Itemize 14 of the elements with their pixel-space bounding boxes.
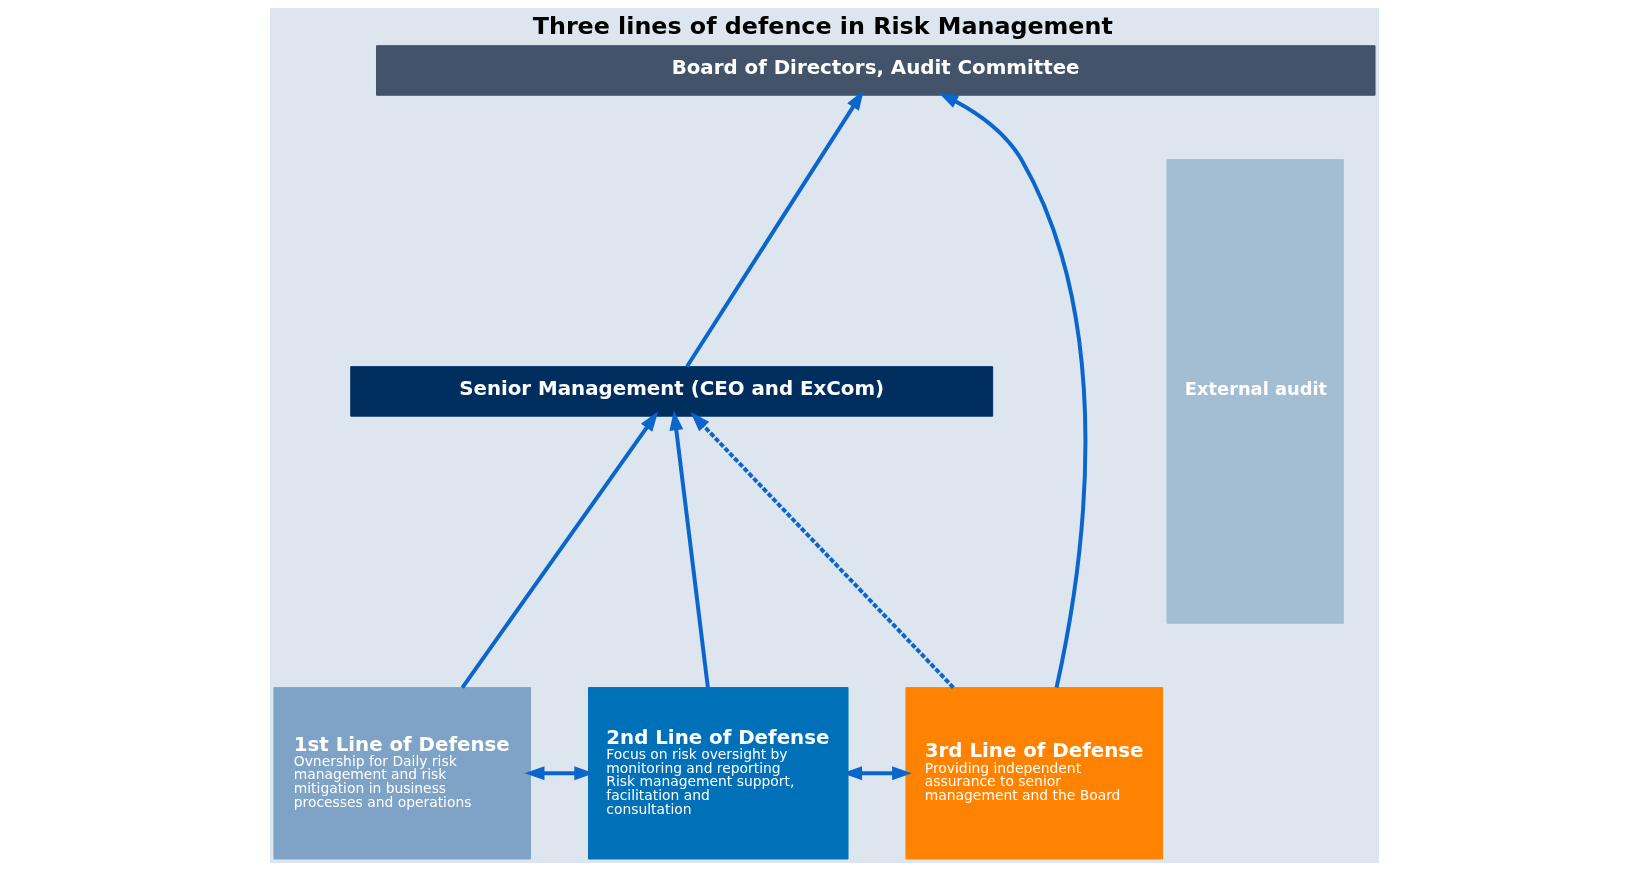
arrow [460,411,659,689]
node-box: Senior Management (CEO and ExCom) [350,366,994,417]
node-box: 2nd Line of Defense Focus on risk oversight by monitoring and reporting Risk management support, facilitation and consultation [588,687,849,860]
arrow [938,92,1088,688]
arrow [669,410,710,688]
arrow [524,766,595,781]
node-box: 1st Line of Defense Ovnership for Daily risk management and risk mitigation in business processes and operations [273,687,532,860]
node-box: External audit [1166,159,1344,624]
arrow [690,412,955,689]
diagram-title: Three lines of defence in Risk Management [532,12,1113,40]
node-box: Board of Directors, Audit Committee [376,45,1376,96]
arrow [685,90,864,368]
arrow [842,766,912,781]
node-box: 3rd Line of Defense Providing independent assurance to senior management and the Board [905,687,1164,860]
